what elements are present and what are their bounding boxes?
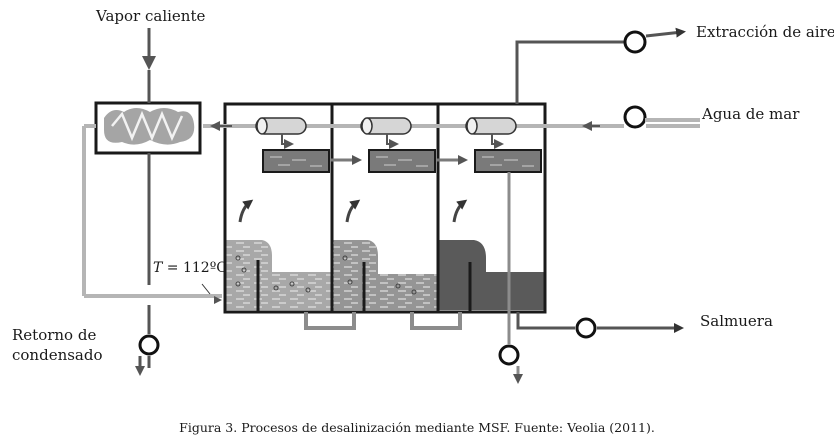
air-extraction-line [515,27,686,104]
condensate-drip-arrows [281,134,504,149]
distillate-product-line [507,172,523,384]
temperature-value: = 112ºC [162,260,227,276]
brine-discharge-line [516,312,684,333]
inlet-arrow [214,296,222,304]
pump-icon [623,105,647,129]
label-retorno-line2: condensado [12,346,103,364]
temperature-label: T = 112ºC [153,260,227,276]
distillate-trays [262,149,542,173]
bubbles [235,255,417,295]
steam-line [142,28,156,103]
brine-transfer-pipes [304,312,462,330]
figure-caption: Figura 3. Procesos de desalinización med… [179,420,655,435]
temperature-pointer [201,283,211,295]
condensate-line [135,153,151,376]
label-salmuera: Salmuera [700,312,773,330]
heater-coil-icon [111,110,184,142]
brine-pools [226,240,544,310]
tube-bundle-icon [255,117,517,135]
heated-brine-line [82,124,222,298]
pump-icon [575,317,597,339]
pump-icon [623,30,647,54]
pump-icon [498,344,520,366]
vapor-rising-arrows [238,199,468,223]
temperature-symbol: T [153,260,163,276]
flash-chamber [223,102,547,314]
weirs [256,260,472,312]
label-retorno-line1: Retorno de [12,326,97,344]
pump-icon [138,334,160,356]
label-vapor-caliente: Vapor caliente [96,7,206,25]
label-extraccion-aire: Extracción de aire [696,23,834,41]
label-agua-de-mar: Agua de mar [702,105,800,123]
brine-heater [94,101,202,155]
